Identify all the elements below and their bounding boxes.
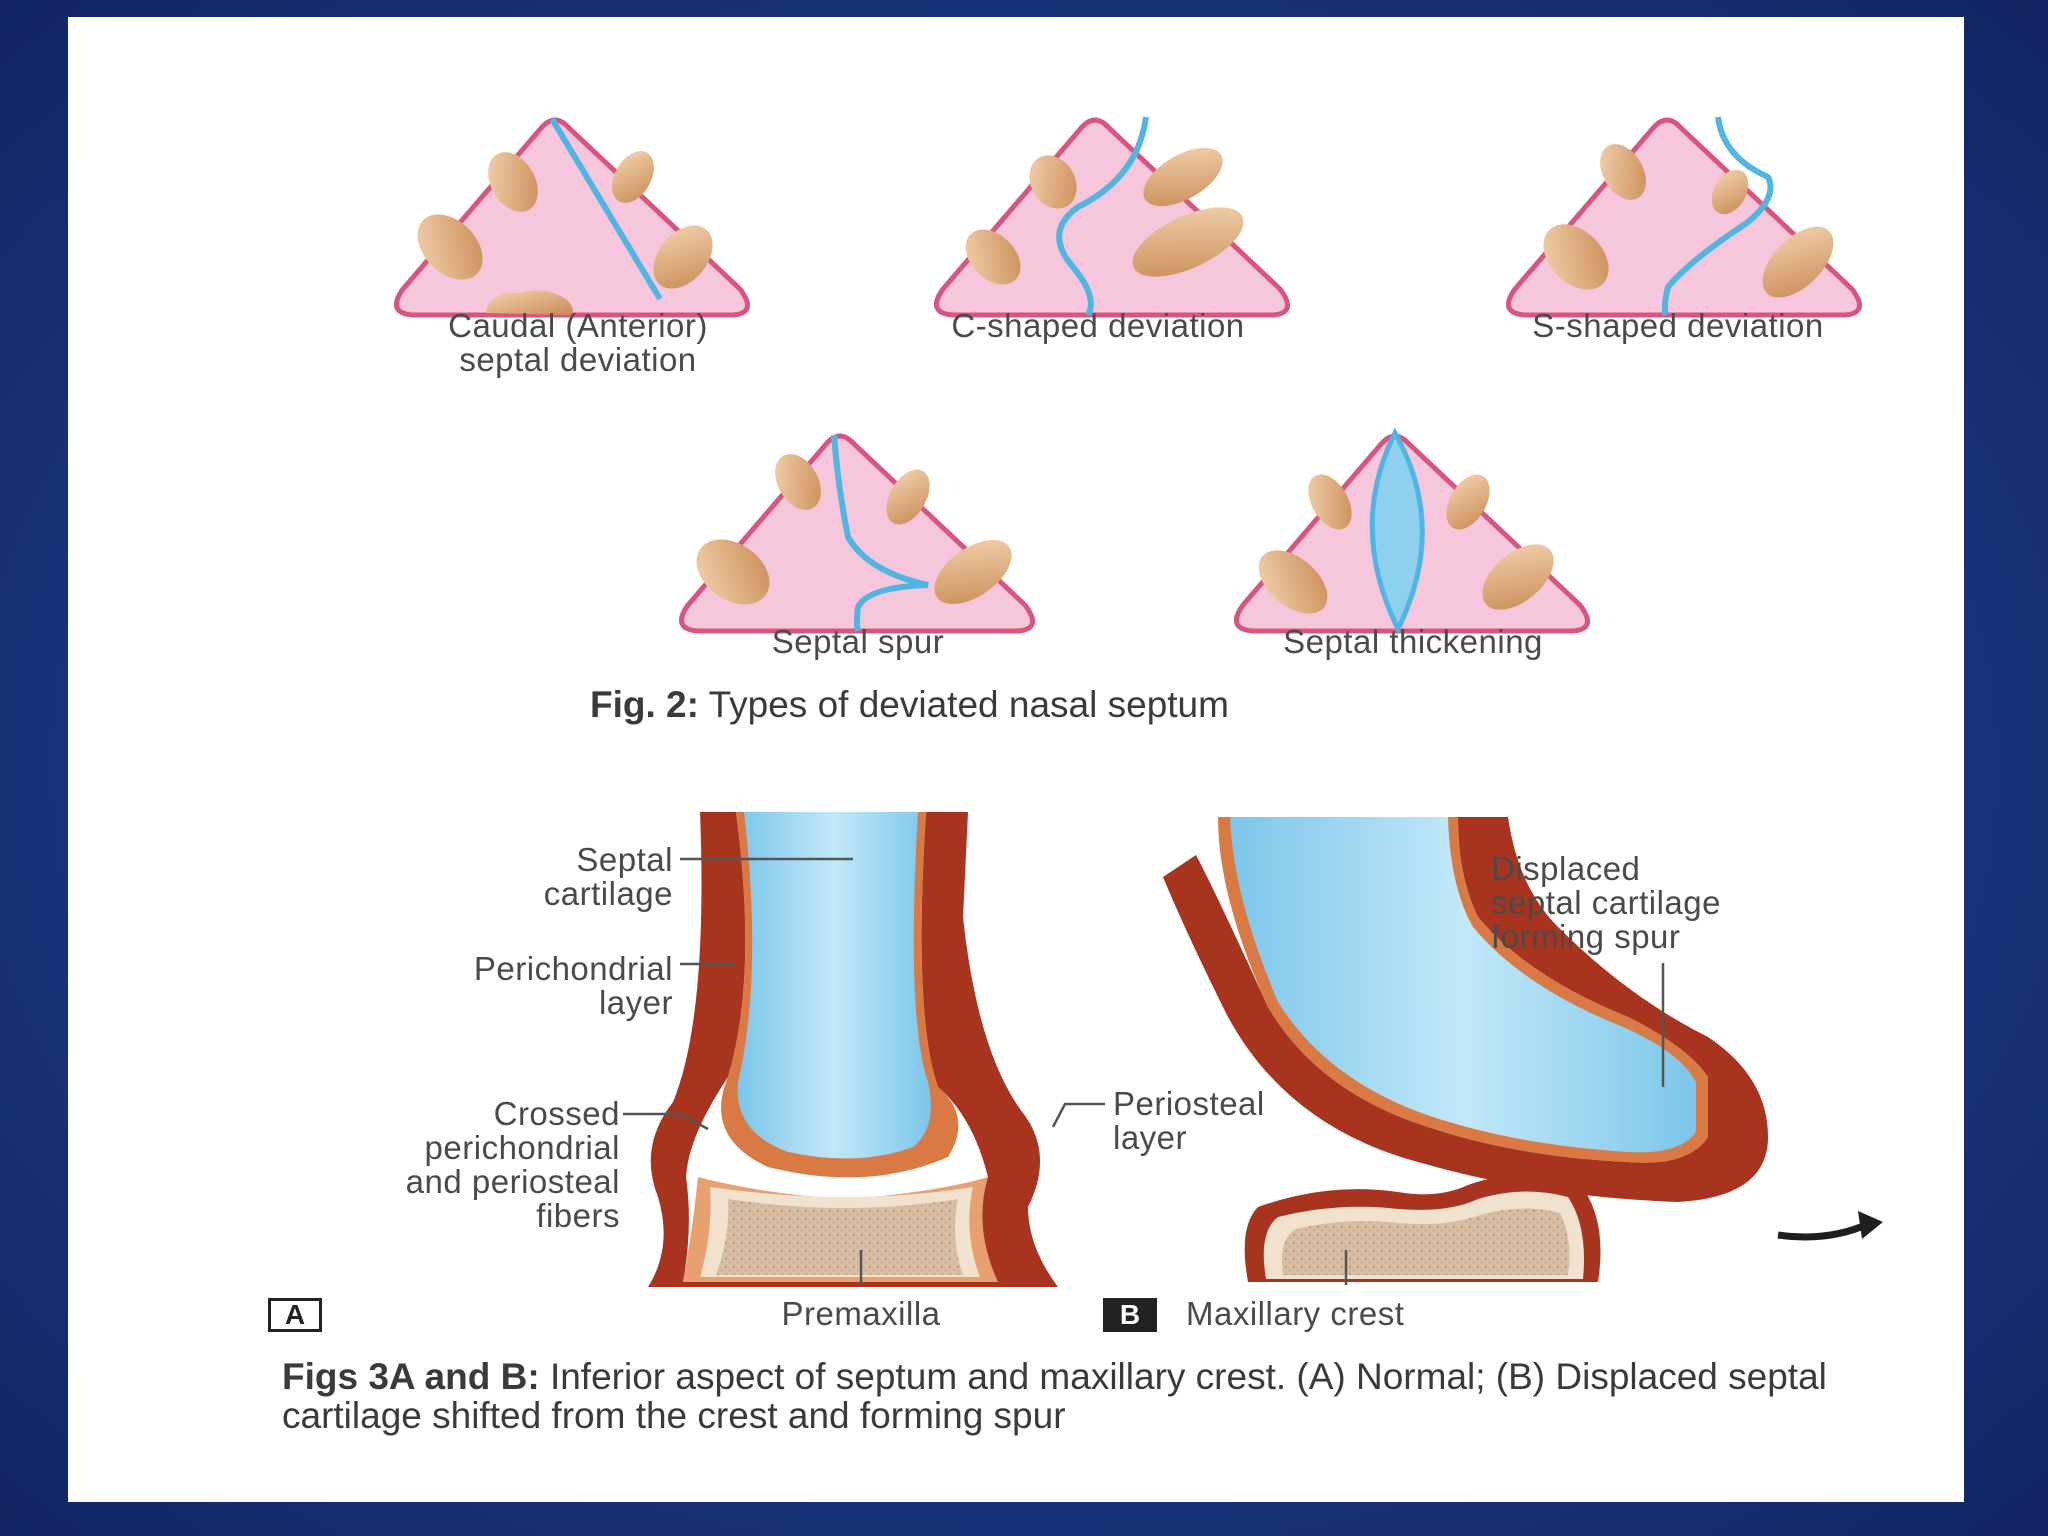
panel-b-marker: B — [1103, 1298, 1157, 1332]
leader-lines — [623, 857, 1665, 1285]
nose-septal-spur — [678, 433, 1035, 634]
fig3-caption-text: Inferior aspect of septum and maxillary … — [282, 1356, 1827, 1436]
septum-normal-illustration — [648, 812, 1058, 1287]
label-maxillary-crest: Maxillary crest — [1186, 1295, 1405, 1332]
fig2-caption: Fig. 2: Types of deviated nasal septum — [590, 685, 1229, 724]
diagram-artwork — [393, 116, 1883, 1287]
label-c-shaped-deviation: C-shaped deviation — [951, 307, 1245, 344]
label-displaced-cartilage: Displaced septal cartilage forming spur — [1491, 850, 1721, 955]
label-periosteal-layer: Periosteal layer — [1113, 1085, 1265, 1156]
label-premaxilla: Premaxilla — [781, 1295, 941, 1332]
fig3-caption: Figs 3A and B: Inferior aspect of septum… — [282, 1357, 1862, 1435]
nose-caudal-deviation — [393, 117, 750, 318]
fig3-caption-prefix: Figs 3A and B: — [282, 1356, 540, 1397]
panel-a-marker: A — [268, 1298, 322, 1332]
fig2-caption-prefix: Fig. 2: — [590, 684, 699, 725]
label-caudal-deviation: Caudal (Anterior) septal deviation — [448, 307, 708, 378]
septum-displaced-illustration — [1163, 817, 1883, 1282]
label-septal-spur: Septal spur — [771, 623, 945, 660]
label-s-shaped-deviation: S-shaped deviation — [1532, 307, 1824, 344]
slide: Caudal (Anterior) septal deviation C-sha… — [68, 17, 1964, 1502]
label-perichondrial-layer: Perichondrial layer — [473, 950, 673, 1021]
nose-s-shaped-deviation — [1505, 116, 1862, 318]
label-septal-thickening: Septal thickening — [1283, 623, 1543, 660]
label-crossed-fibers: Crossed perichondrial and periosteal fib… — [405, 1095, 620, 1234]
nose-septal-thickening — [1233, 427, 1590, 635]
fig2-caption-text: Types of deviated nasal septum — [708, 684, 1229, 725]
nose-c-shaped-deviation — [933, 116, 1290, 318]
label-septal-cartilage: Septal cartilage — [543, 841, 673, 912]
